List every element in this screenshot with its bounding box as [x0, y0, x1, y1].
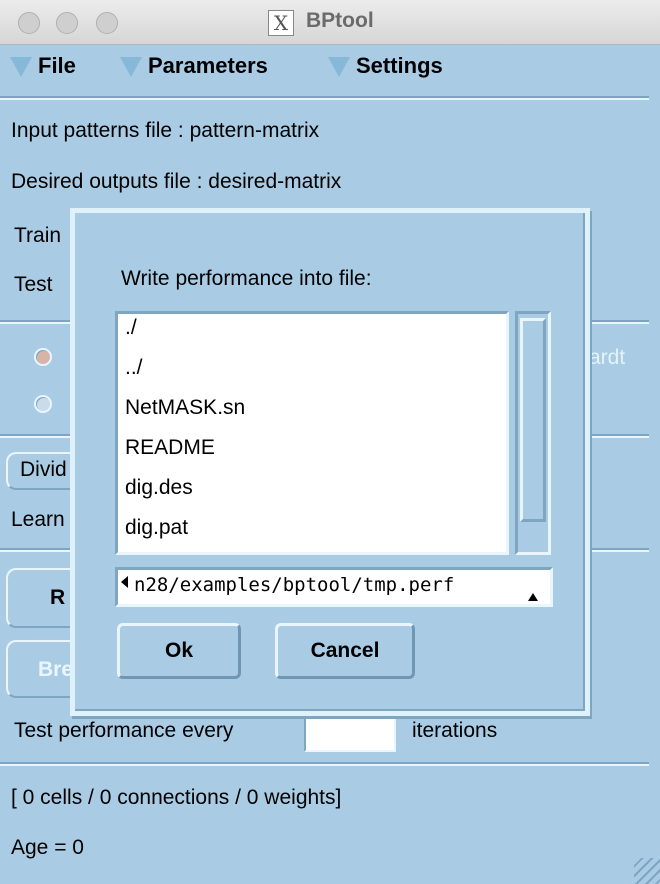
network-stats: [ 0 cells / 0 connections / 0 weights]: [11, 786, 342, 809]
text-cursor-caret-icon: [528, 593, 538, 601]
file-path-text: n28/examples/bptool/tmp.perf: [134, 574, 455, 596]
ok-button[interactable]: Ok: [117, 623, 241, 679]
desired-outputs-label: Desired outputs file : desired-matrix: [11, 170, 342, 193]
file-list-scrollbar[interactable]: [515, 311, 551, 555]
age-label: Age = 0: [11, 836, 84, 859]
close-window-button[interactable]: [18, 12, 40, 34]
input-patterns-label: Input patterns file : pattern-matrix: [11, 119, 320, 142]
list-item[interactable]: ../: [125, 356, 143, 379]
list-item[interactable]: dig.des: [125, 476, 193, 499]
learning-label: Learn: [11, 508, 65, 531]
file-list[interactable]: ./ ../ NetMASK.sn README dig.des dig.pat: [115, 311, 509, 555]
test-label: Test: [14, 273, 53, 296]
x11-app-icon: X: [268, 10, 294, 36]
resize-grip-icon[interactable]: [634, 858, 660, 884]
menu-parameters[interactable]: Parameters: [148, 53, 268, 78]
settings-menu-triangle-icon: [328, 57, 350, 77]
list-item[interactable]: ./: [125, 316, 137, 339]
train-label: Train: [14, 224, 62, 247]
iterations-label: iterations: [412, 719, 498, 742]
list-item[interactable]: README: [125, 436, 215, 459]
dialog-prompt: Write performance into file:: [121, 267, 372, 290]
separator: [0, 98, 649, 100]
separator: [0, 764, 649, 766]
scrollbar-thumb[interactable]: [520, 318, 546, 522]
scroll-left-arrow-icon[interactable]: [121, 576, 128, 588]
list-item[interactable]: dig.pat: [125, 516, 189, 539]
write-performance-dialog: Write performance into file: ./ ../ NetM…: [70, 208, 590, 716]
minimize-window-button[interactable]: [56, 12, 78, 34]
list-item[interactable]: NetMASK.sn: [125, 396, 246, 419]
file-path-input[interactable]: n28/examples/bptool/tmp.perf: [115, 567, 553, 607]
test-interval-input[interactable]: [304, 714, 396, 752]
radio-option-right-label: ardt: [589, 346, 626, 369]
test-performance-every-label: Test performance every: [14, 719, 234, 742]
algorithm-radio[interactable]: [34, 395, 52, 413]
window-title: BPtool: [306, 9, 374, 32]
zoom-window-button[interactable]: [96, 12, 118, 34]
menu-file[interactable]: File: [38, 53, 76, 78]
file-menu-triangle-icon: [10, 57, 32, 77]
title-bar: X BPtool: [0, 0, 660, 45]
cancel-button[interactable]: Cancel: [275, 623, 415, 679]
algorithm-radio-selected[interactable]: [34, 348, 52, 366]
parameters-menu-triangle-icon: [120, 57, 142, 77]
menu-settings[interactable]: Settings: [356, 53, 443, 78]
